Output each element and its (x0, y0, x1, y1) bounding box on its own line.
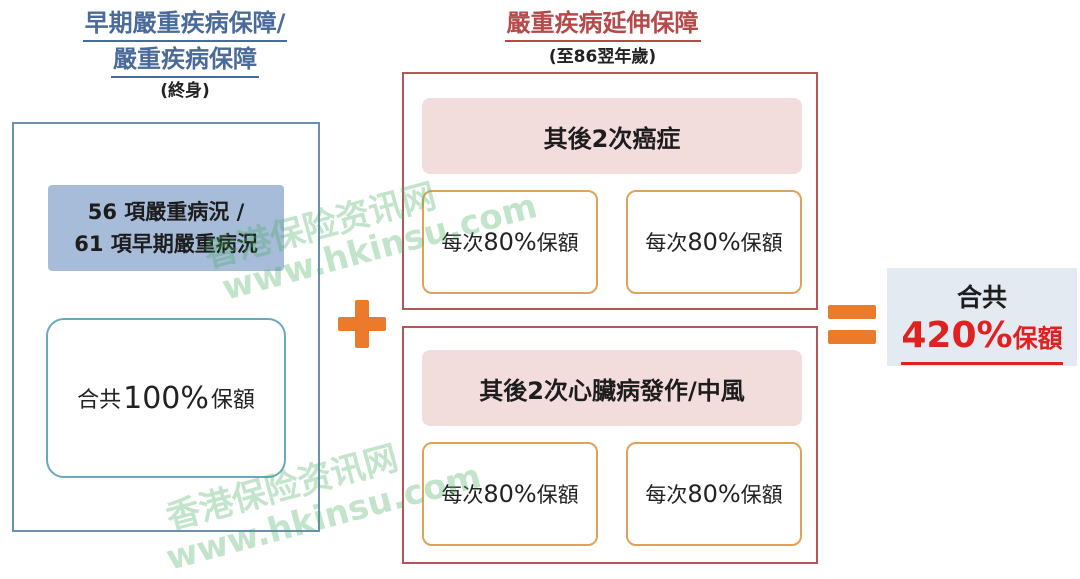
coverage-number: 80% (687, 228, 741, 256)
middle-title: 嚴重疾病延伸保障 (410, 6, 795, 42)
coverage-number: 80% (687, 480, 741, 508)
coverage-suffix: 保額 (740, 483, 783, 507)
heart-stroke-group (402, 326, 818, 564)
conditions-box: 56 項嚴重病況 / 61 項早期嚴重病況 (48, 185, 284, 271)
heart-stroke-group-header: 其後2次心臟病發作/中風 (422, 350, 802, 426)
coverage-prefix: 每次 (441, 483, 484, 507)
total-value: 420%保額 (887, 316, 1077, 365)
left-title: 早期嚴重疾病保障/ 嚴重疾病保障 (40, 6, 330, 78)
cancer-group (402, 72, 818, 310)
total-panel (887, 268, 1077, 366)
left-title-line1: 早期嚴重疾病保障/ (82, 6, 288, 42)
coverage-suffix: 保額 (536, 483, 579, 507)
middle-title-text: 嚴重疾病延伸保障 (504, 6, 701, 42)
coverage-prefix: 每次 (441, 231, 484, 255)
coverage-number: 80% (483, 480, 537, 508)
coverage-prefix: 每次 (645, 483, 688, 507)
cancer-group-header: 其後2次癌症 (422, 98, 802, 174)
total-number: 420% (901, 315, 1013, 356)
left-title-line2: 嚴重疾病保障 (111, 42, 259, 78)
coverage-prefix: 每次 (645, 231, 688, 255)
total-suffix: 保額 (1012, 324, 1063, 353)
left-total-prefix: 合共 (77, 388, 122, 413)
conditions-line2: 61 項早期嚴重病況 (74, 232, 258, 256)
left-total-box: 合共 100% 保額 (46, 318, 286, 478)
coverage-suffix: 保額 (740, 231, 783, 255)
left-subtitle: (終身) (160, 81, 210, 101)
conditions-line1: 56 項嚴重病況 / (87, 200, 245, 224)
coverage-number: 80% (483, 228, 537, 256)
middle-subtitle: (至86翌年歲) (548, 47, 657, 67)
left-total-number: 100% (123, 380, 209, 416)
left-total-suffix: 保額 (210, 388, 255, 413)
left-panel (12, 122, 320, 532)
total-label: 合共 (956, 283, 1007, 312)
coverage-suffix: 保額 (536, 231, 579, 255)
